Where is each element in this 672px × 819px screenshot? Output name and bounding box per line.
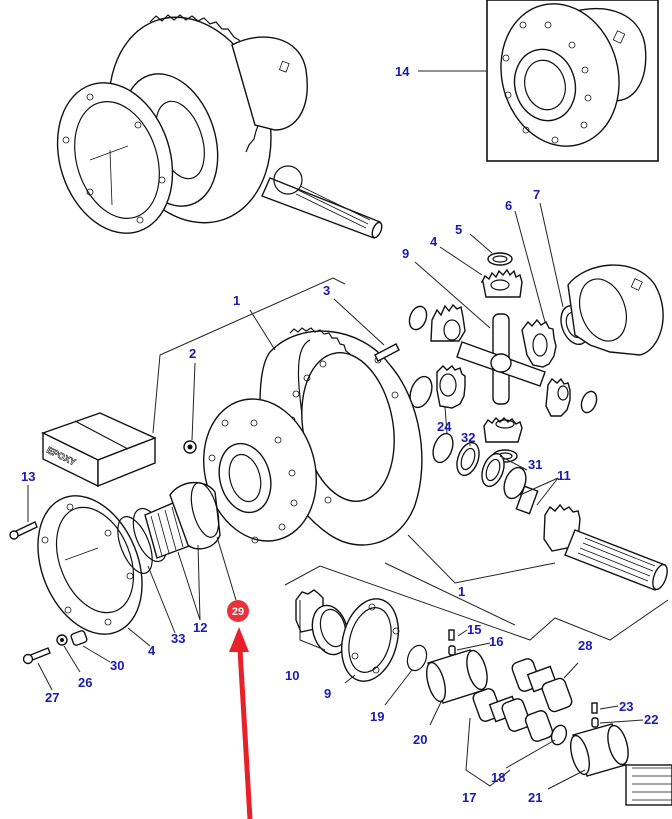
highlight-badge-29[interactable]: 29 [227, 600, 249, 622]
callout-30[interactable]: 28 [578, 638, 592, 653]
differential-gears-drawing [408, 252, 664, 463]
callout-3[interactable]: 3 [323, 283, 330, 298]
spacer-part-26 [70, 630, 88, 646]
callout-27[interactable]: 26 [78, 675, 92, 690]
callout-1-top[interactable]: 1 [233, 293, 240, 308]
callout-23[interactable]: 22 [644, 712, 658, 727]
callout-8[interactable]: 7 [533, 187, 540, 202]
callout-33[interactable]: 33 [171, 631, 185, 646]
callout-22[interactable]: 21 [528, 790, 542, 805]
callout-25[interactable]: 24 [437, 419, 452, 434]
callout-24[interactable]: 23 [619, 699, 633, 714]
bracket-1-top [152, 277, 346, 434]
assembled-differential-drawing [56, 14, 383, 239]
callout-32[interactable]: 32 [461, 430, 475, 445]
callout-14[interactable]: 13 [21, 469, 35, 484]
callout-7[interactable]: 6 [505, 198, 512, 213]
callout-15[interactable]: 14 [395, 64, 410, 79]
callout-28[interactable]: 27 [45, 690, 59, 705]
callout-20[interactable]: 19 [370, 709, 384, 724]
pinion-drawing [432, 432, 668, 591]
callout-13[interactable]: 12 [193, 620, 207, 635]
callout-11[interactable]: 10 [285, 668, 299, 683]
red-pointer-arrow [229, 627, 253, 819]
callout-12[interactable]: 11 [557, 468, 571, 483]
callout-31[interactable]: 31 [528, 457, 542, 472]
cover-and-bearings-drawing [37, 481, 221, 635]
callout-9[interactable]: 9 [402, 246, 409, 261]
callout-26[interactable]: 30 [110, 658, 124, 673]
callout-10[interactable]: 9 [324, 686, 331, 701]
callout-6[interactable]: 5 [455, 222, 462, 237]
callout-4[interactable]: 4 [148, 643, 156, 658]
badge-29-label: 29 [232, 606, 244, 618]
callout-5[interactable]: 4 [430, 234, 438, 249]
callout-1-bottom[interactable]: 1 [458, 584, 465, 599]
callout-16[interactable]: 15 [467, 622, 481, 637]
callout-18[interactable]: 17 [462, 790, 476, 805]
callout-17[interactable]: 16 [489, 634, 503, 649]
callout-21[interactable]: 20 [413, 732, 427, 747]
callout-19[interactable]: 18 [491, 770, 505, 785]
lower-parts-drawing [295, 589, 672, 806]
callout-2[interactable]: 2 [189, 346, 196, 361]
bolt-part-3 [374, 343, 400, 362]
epoxy-box: EPOXY [41, 412, 157, 488]
inset-part-15 [486, 0, 659, 162]
